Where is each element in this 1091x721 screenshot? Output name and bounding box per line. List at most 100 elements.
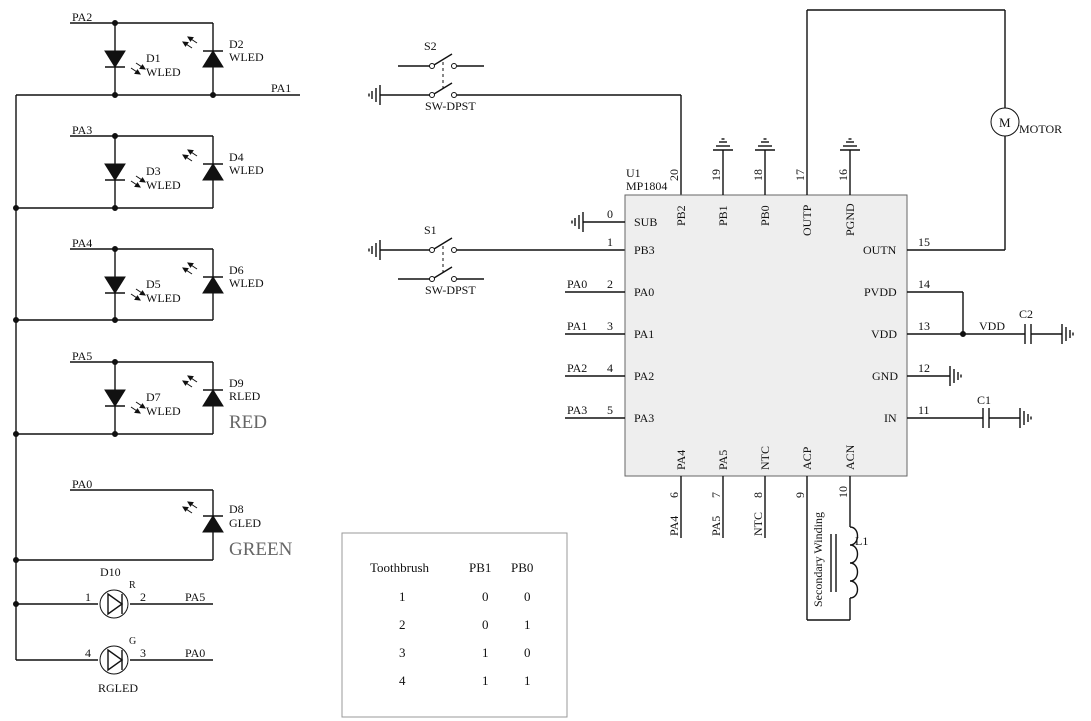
ground-icon (839, 138, 861, 151)
inductor-ref: L1 (855, 534, 868, 548)
pin-name: PB1 (716, 205, 730, 226)
pin-number: 18 (751, 169, 765, 181)
pin-number: 20 (667, 169, 681, 181)
pin-number: 9 (793, 492, 807, 498)
net-label: PA5 (185, 590, 205, 604)
pin-number: 4 (607, 361, 613, 375)
pin-name: ACP (800, 446, 814, 470)
diode-type: WLED (146, 404, 181, 418)
ground-icon (571, 211, 584, 233)
red-caption: RED (229, 412, 267, 433)
pin-name: GND (872, 369, 898, 383)
net-label: PA4 (667, 516, 681, 536)
table-cell: 0 (482, 617, 489, 632)
pin-number: 16 (836, 169, 850, 181)
pin-name: OUTP (800, 204, 814, 236)
pin-number: 1 (607, 235, 613, 249)
pin-number: 3 (607, 319, 613, 333)
motor-symbol: M (999, 115, 1011, 130)
pin-name: PVDD (864, 285, 897, 299)
rgled-g-label: G (129, 636, 136, 647)
pin-name: PA1 (634, 327, 654, 341)
pin-name: VDD (871, 327, 897, 341)
pin-name: PA3 (634, 411, 654, 425)
pin-number: 12 (918, 361, 930, 375)
table-cell: 2 (399, 617, 406, 632)
chip-top-pins: PB2 20 PB1 19 PB0 18 OUTP 17 PGND 16 (667, 10, 861, 236)
rgled-type: RGLED (98, 681, 138, 695)
table-cell: 1 (399, 589, 406, 604)
pin-number: 4 (85, 646, 91, 660)
pin-number: 2 (140, 590, 146, 604)
net-label: PA3 (567, 403, 587, 417)
green-led: PA0 D8 GLED GREEN (16, 477, 293, 561)
chip-part: MP1804 (626, 179, 667, 193)
table-cell: 1 (524, 673, 531, 688)
net-label: PA5 (709, 516, 723, 536)
vdd-label: VDD (979, 319, 1005, 333)
diode-ref: D1 (146, 51, 161, 65)
switch-type: SW-DPST (425, 99, 476, 113)
diode-ref: D6 (229, 263, 244, 277)
pin-name: PB3 (634, 243, 655, 257)
pin-number: 7 (709, 492, 723, 498)
chip-body (624, 194, 908, 477)
pin-name: PA4 (674, 450, 688, 470)
pin-name: ACN (843, 444, 857, 470)
pin-number: 1 (85, 590, 91, 604)
diode-ref: D7 (146, 390, 161, 404)
truth-table: Toothbrush PB1 PB0 1 0 0 2 0 1 3 1 0 4 1… (341, 532, 568, 718)
emission-arrows-icon (130, 62, 146, 75)
table-header: PB0 (511, 560, 533, 575)
diode-type: WLED (146, 65, 181, 79)
switch-ref: S1 (424, 223, 437, 237)
pin-number: 2 (607, 277, 613, 291)
led-diode-icon (202, 50, 224, 68)
pin-name: NTC (758, 446, 772, 470)
capacitor-c2: C2 (1019, 307, 1074, 345)
led-group-4: PA5 D7 WLED D9 RLED RED (16, 349, 267, 437)
chip-right-pins: OUTN 15 PVDD 14 VDD 13 VDD GND 12 IN 11 (863, 235, 1025, 425)
rgled: D10 R 1 2 PA5 G 4 3 PA0 RGLED (16, 565, 213, 695)
motor-label: MOTOR (1019, 122, 1062, 136)
ground-icon (368, 239, 381, 261)
table-cell: 1 (482, 645, 489, 660)
diode-ref: D3 (146, 164, 161, 178)
pin-number: 6 (667, 492, 681, 498)
diode-ref: D5 (146, 277, 161, 291)
ground-icon (754, 138, 776, 151)
chip-left-pins: 0 SUB 1 PB3 PA0 2 PA0 PA1 3 PA1 PA2 4 PA… (565, 207, 657, 425)
rgled-r-label: R (129, 580, 136, 591)
ground-icon (1061, 323, 1074, 345)
table-cell: 1 (524, 617, 531, 632)
pin-name: SUB (634, 215, 657, 229)
net-label: PA2 (72, 10, 92, 24)
diode-type: WLED (229, 276, 264, 290)
switch-type: SW-DPST (425, 283, 476, 297)
cap-ref: C1 (977, 393, 991, 407)
capacitor-c1: C1 (977, 393, 1032, 429)
emission-arrows-icon (182, 36, 198, 49)
pin-name: PA0 (634, 285, 654, 299)
net-label: PA4 (72, 236, 92, 250)
switch-s2: S2 SW-DPST (368, 39, 681, 113)
pin-number: 17 (793, 169, 807, 181)
pin-name: PA5 (716, 450, 730, 470)
table-cell: 0 (482, 589, 489, 604)
led-diode-icon (104, 50, 126, 68)
led-group-1: PA2 D1 WLED D2 WLED PA1 (16, 10, 300, 98)
diode-type: RLED (229, 389, 261, 403)
pin-name: PGND (843, 203, 857, 236)
pin-number: 19 (709, 169, 723, 181)
table-cell: 4 (399, 673, 406, 688)
net-label: PA2 (567, 361, 587, 375)
inductor-l1: L1 Secondary Winding (807, 512, 868, 621)
diode-type: WLED (146, 178, 181, 192)
green-caption: GREEN (229, 539, 293, 560)
chip-bottom-pins: PA4 6 PA4 PA5 7 PA5 NTC 8 NTC ACP 9 ACN … (667, 444, 857, 620)
net-label: PA5 (72, 349, 92, 363)
pin-name: IN (884, 411, 897, 425)
switch-s1: S1 SW-DPST (368, 223, 625, 297)
